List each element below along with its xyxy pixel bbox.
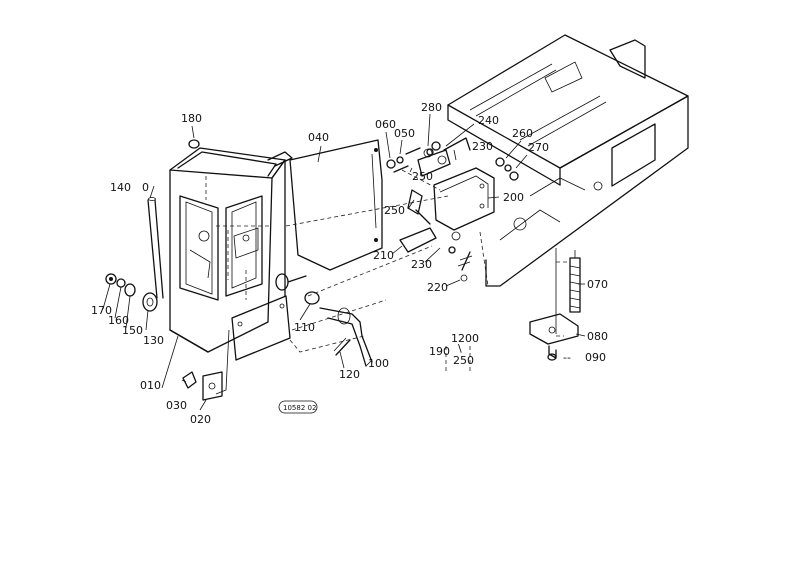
label-240: 240 — [478, 114, 499, 127]
label-210: 210 — [373, 249, 394, 262]
reference-stamp-text: 10582 02 — [283, 404, 316, 412]
label-140: 140 — [110, 181, 131, 194]
label-130: 130 — [143, 334, 164, 347]
label-010: 010 — [140, 379, 161, 392]
part-labels: 180 140 0 040 060 050 280 240 230 250 26… — [91, 101, 608, 426]
hardware — [105, 139, 519, 401]
label-270: 270 — [528, 141, 549, 154]
label-080: 080 — [587, 330, 608, 343]
guide-lines — [205, 169, 568, 372]
label-030: 030 — [166, 399, 187, 412]
column-housing — [169, 147, 293, 353]
label-190-dash: \ — [458, 342, 462, 355]
label-090: 090 — [585, 351, 606, 364]
label-100: 100 — [368, 357, 389, 370]
label-280: 280 — [421, 101, 442, 114]
spring-assembly — [529, 248, 581, 361]
label-050: 050 — [394, 127, 415, 140]
bracket-assembly — [399, 137, 495, 253]
label-020: 020 — [190, 413, 211, 426]
label-1250: 250 — [453, 354, 474, 367]
label-1200: 1200 — [451, 332, 479, 345]
label-220: 220 — [427, 281, 448, 294]
label-230-mid: 230 — [411, 258, 432, 271]
label-040: 040 — [308, 131, 329, 144]
label-260: 260 — [512, 127, 533, 140]
reference-stamp: 10582 02 — [278, 400, 318, 414]
main-frame — [447, 34, 689, 287]
label-250-mid: 250 — [384, 204, 405, 217]
label-190: 190 — [429, 345, 450, 358]
label-110: 110 — [294, 321, 315, 334]
label-250-top: 250 — [412, 170, 433, 183]
pedal-arm — [319, 307, 373, 367]
label-200: 200 — [503, 191, 524, 204]
label-180: 180 — [181, 112, 202, 125]
label-120: 120 — [339, 368, 360, 381]
label-060: 060 — [375, 118, 396, 131]
label-140-mark: 0 — [142, 181, 149, 194]
leader-lines — [102, 113, 586, 411]
label-070: 070 — [587, 278, 608, 291]
label-150: 150 — [122, 324, 143, 337]
rod — [142, 197, 164, 312]
label-090-dash: -- — [563, 351, 571, 364]
label-160: 160 — [108, 314, 129, 327]
label-170: 170 — [91, 304, 112, 317]
label-230-top: 230 — [472, 140, 493, 153]
cover-plate — [289, 139, 383, 271]
